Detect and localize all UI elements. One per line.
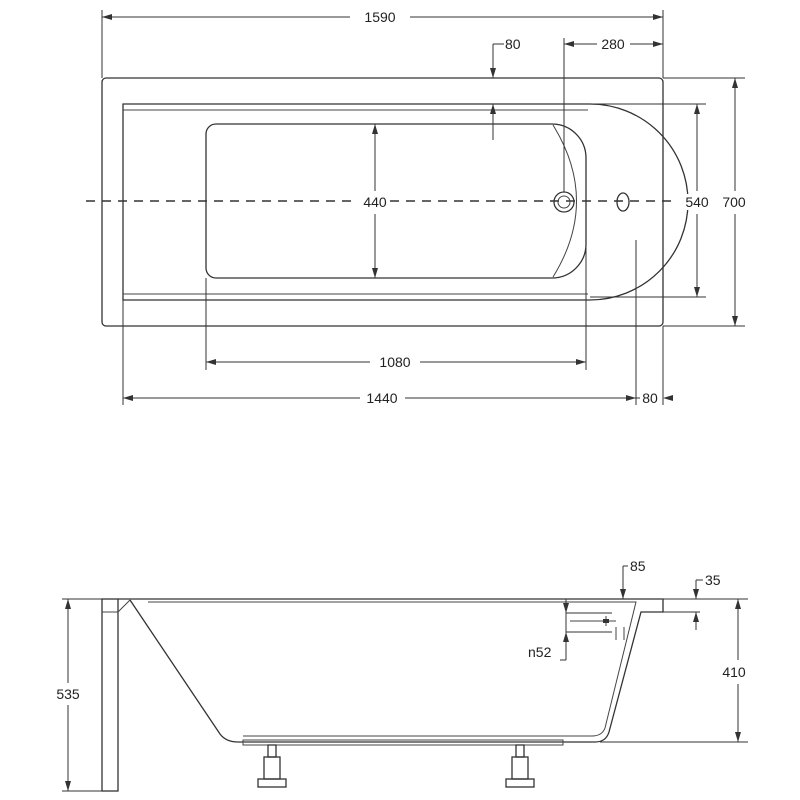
dim-540-label-bg	[680, 194, 714, 210]
dim-n52-label: n52	[528, 644, 552, 660]
top-view: 1590 80 280 440 540	[86, 9, 752, 406]
dim-85-label: 85	[630, 558, 646, 574]
drain-inner	[557, 195, 571, 209]
dim-80-top-arrow-2	[490, 104, 496, 114]
dim-540-arrow-bottom	[694, 287, 700, 297]
dim-410-label: 410	[722, 664, 746, 680]
adjustable-foot-right	[505, 744, 535, 788]
dim-1080-arrow-right	[576, 359, 586, 365]
dim-85-arrow	[620, 589, 626, 599]
basin-curved-end	[552, 124, 577, 278]
dim-540-arrow-top	[694, 104, 700, 114]
dim-280-arrow-left	[564, 41, 574, 47]
dim-700-arrow-bottom	[732, 316, 738, 326]
dim-540-label: 540	[685, 194, 709, 210]
dim-1080-arrow-left	[206, 359, 216, 365]
overflow-outlet	[616, 192, 630, 212]
dim-1590-arrow-left	[102, 14, 112, 20]
side-view: 535 410 85 35 n52	[56, 558, 748, 792]
adjustable-foot-left	[257, 744, 287, 788]
dim-1440-arrow-left	[123, 395, 133, 401]
dim-35-label: 35	[705, 572, 721, 588]
dim-440-arrow-bottom	[372, 268, 378, 278]
dim-1440-arrow-right	[626, 395, 636, 401]
inner-rim-outline	[122, 103, 689, 301]
dim-410-arrow-bottom	[735, 732, 741, 742]
apron-panel-bracket	[102, 599, 131, 613]
dim-410-arrow-top	[735, 599, 741, 609]
dim-440-label: 440	[363, 194, 387, 210]
dim-80-top-label: 80	[505, 36, 521, 52]
basin-floor-outline	[205, 123, 587, 279]
dim-440-label-bg	[358, 194, 390, 210]
dim-80-end-label: 80	[642, 390, 658, 406]
dim-35-arrow-bottom	[693, 612, 699, 622]
dim-n52-arrow-bottom	[563, 632, 569, 642]
dim-80-end-arrow	[663, 395, 673, 401]
drain-outlet	[553, 191, 575, 213]
dim-535-label: 535	[56, 686, 80, 702]
dim-700-label-bg	[718, 194, 752, 210]
dim-1080-label: 1080	[379, 354, 410, 370]
dim-35-arrow-top	[693, 589, 699, 599]
dim-700-label: 700	[722, 194, 746, 210]
dim-535-arrow-bottom	[65, 781, 71, 791]
dim-1440-label: 1440	[366, 390, 397, 406]
tub-side-inner	[148, 601, 637, 737]
overflow-marker	[603, 619, 609, 623]
base-rail	[242, 739, 564, 746]
dim-700-arrow-top	[732, 78, 738, 88]
apron-panel	[101, 598, 119, 792]
tub-side-profile	[118, 598, 664, 743]
dim-n52-arrow-top	[563, 603, 569, 613]
dim-1590-arrow-right	[653, 14, 663, 20]
dim-535-arrow-top	[65, 599, 71, 609]
inner-rim-shade	[123, 109, 588, 295]
dim-280-arrow-right	[653, 41, 663, 47]
dim-440-arrow-top	[372, 124, 378, 134]
dim-80-top-arrow	[490, 68, 496, 78]
overflow-indicator	[570, 616, 625, 640]
dim-280-label: 280	[601, 36, 625, 52]
dim-1590-label: 1590	[364, 9, 395, 25]
outer-rim-outline	[101, 77, 664, 327]
